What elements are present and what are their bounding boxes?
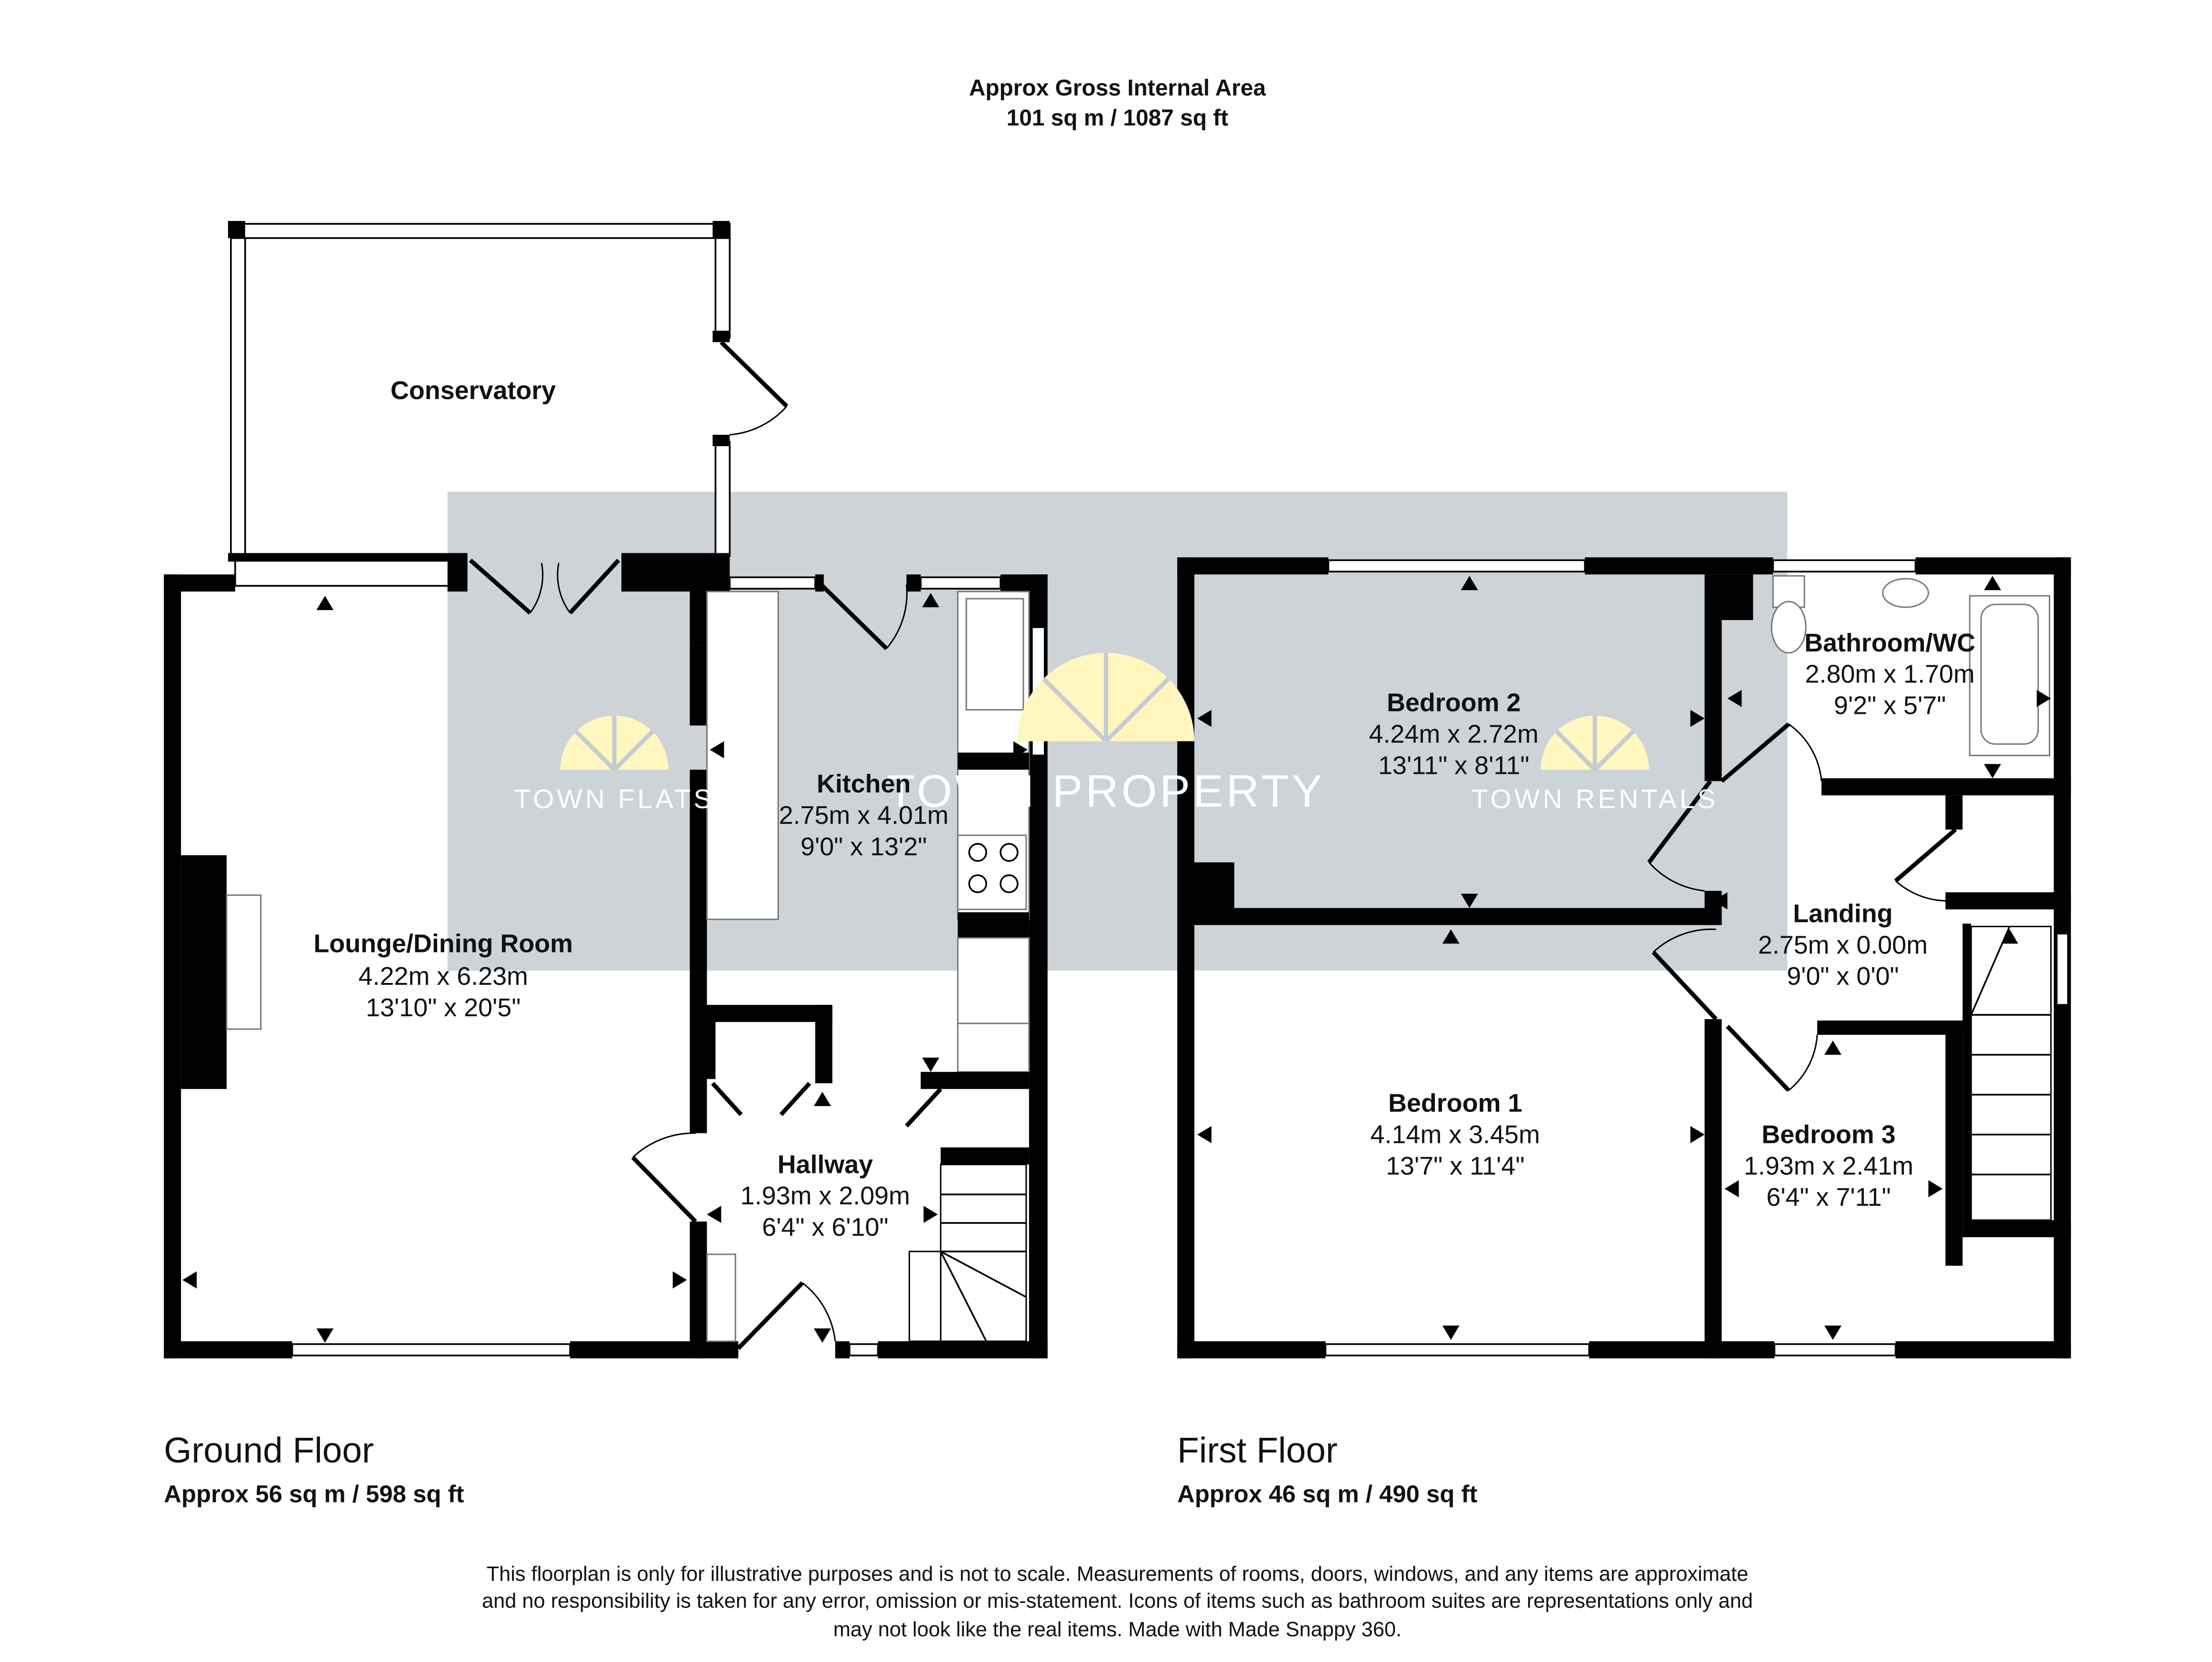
- svg-text:Lounge/Dining Room: Lounge/Dining Room: [314, 929, 573, 958]
- room-bathroom: Bathroom/WC 2.80m x 1.70m 9'2" x 5'7": [1804, 629, 1975, 720]
- room-landing: Landing 2.75m x 0.00m 9'0" x 0'0": [1758, 900, 1928, 991]
- svg-text:13'10" x 20'5": 13'10" x 20'5": [366, 993, 520, 1022]
- svg-text:6'4" x 6'10": 6'4" x 6'10": [762, 1213, 888, 1241]
- svg-text:Bedroom 2: Bedroom 2: [1387, 689, 1521, 717]
- svg-text:2.75m x 0.00m: 2.75m x 0.00m: [1758, 931, 1928, 959]
- svg-text:Bathroom/WC: Bathroom/WC: [1804, 629, 1975, 657]
- disclaimer: This floorplan is only for illustrative …: [482, 1562, 1753, 1641]
- svg-text:2.75m x 4.01m: 2.75m x 4.01m: [779, 801, 949, 830]
- svg-text:may not look like the real ite: may not look like the real items. Made w…: [833, 1618, 1401, 1641]
- svg-text:2.80m x 1.70m: 2.80m x 1.70m: [1805, 660, 1974, 689]
- ground-floor-area: Approx 56 sq m / 598 sq ft: [164, 1481, 464, 1508]
- svg-text:1.93m x 2.41m: 1.93m x 2.41m: [1744, 1151, 1913, 1180]
- svg-text:Kitchen: Kitchen: [817, 770, 911, 798]
- first-floor-title: First Floor: [1177, 1430, 1338, 1470]
- gross-area-value: 101 sq m / 1087 sq ft: [1007, 106, 1229, 131]
- svg-text:4.14m x 3.45m: 4.14m x 3.45m: [1371, 1120, 1540, 1149]
- first-floor-plan: [1177, 557, 2071, 1359]
- first-floor-area: Approx 46 sq m / 490 sq ft: [1177, 1481, 1477, 1508]
- dimension-markers: [182, 576, 2051, 1343]
- svg-text:13'7" x 11'4": 13'7" x 11'4": [1386, 1151, 1524, 1180]
- svg-text:4.24m x 2.72m: 4.24m x 2.72m: [1369, 720, 1539, 748]
- svg-text:Hallway: Hallway: [778, 1150, 873, 1179]
- room-bedroom-3: Bedroom 3 1.93m x 2.41m 6'4" x 7'11": [1744, 1120, 1913, 1211]
- svg-text:Bedroom 1: Bedroom 1: [1388, 1089, 1522, 1118]
- svg-text:1.93m x 2.09m: 1.93m x 2.09m: [741, 1181, 910, 1210]
- svg-text:9'0" x 0'0": 9'0" x 0'0": [1787, 962, 1899, 991]
- room-bedroom-1: Bedroom 1 4.14m x 3.45m 13'7" x 11'4": [1371, 1089, 1540, 1181]
- svg-text:4.22m x 6.23m: 4.22m x 6.23m: [359, 962, 528, 991]
- svg-text:and no responsibility is taken: and no responsibility is taken for any e…: [482, 1590, 1753, 1612]
- room-lounge: Lounge/Dining Room 4.22m x 6.23m 13'10" …: [314, 929, 573, 1022]
- svg-text:13'11" x 8'11": 13'11" x 8'11": [1378, 751, 1529, 780]
- room-conservatory: Conservatory: [390, 376, 556, 405]
- watermark-town-flats: TOWN FLATS: [514, 784, 714, 814]
- room-bedroom-2: Bedroom 2 4.24m x 2.72m 13'11" x 8'11": [1369, 689, 1539, 780]
- svg-text:Bedroom 3: Bedroom 3: [1762, 1120, 1895, 1149]
- svg-text:Landing: Landing: [1793, 900, 1892, 928]
- watermark-town-rentals: TOWN RENTALS: [1471, 784, 1718, 814]
- svg-text:6'4" x 7'11": 6'4" x 7'11": [1766, 1183, 1891, 1211]
- watermark-town-property: TOWN PROPERTY: [887, 766, 1325, 817]
- watermark-logos: [560, 652, 1649, 771]
- svg-text:This floorplan is only for ill: This floorplan is only for illustrative …: [487, 1562, 1749, 1585]
- room-kitchen: Kitchen 2.75m x 4.01m 9'0" x 13'2": [779, 770, 949, 861]
- svg-text:9'0" x 13'2": 9'0" x 13'2": [801, 832, 927, 861]
- conservatory-walls: [228, 221, 789, 557]
- svg-text:9'2" x 5'7": 9'2" x 5'7": [1834, 691, 1946, 720]
- ground-floor-title: Ground Floor: [164, 1430, 374, 1470]
- room-hallway: Hallway 1.93m x 2.09m 6'4" x 6'10": [741, 1150, 910, 1241]
- svg-text:Conservatory: Conservatory: [390, 376, 556, 405]
- gross-area-title: Approx Gross Internal Area: [969, 76, 1266, 101]
